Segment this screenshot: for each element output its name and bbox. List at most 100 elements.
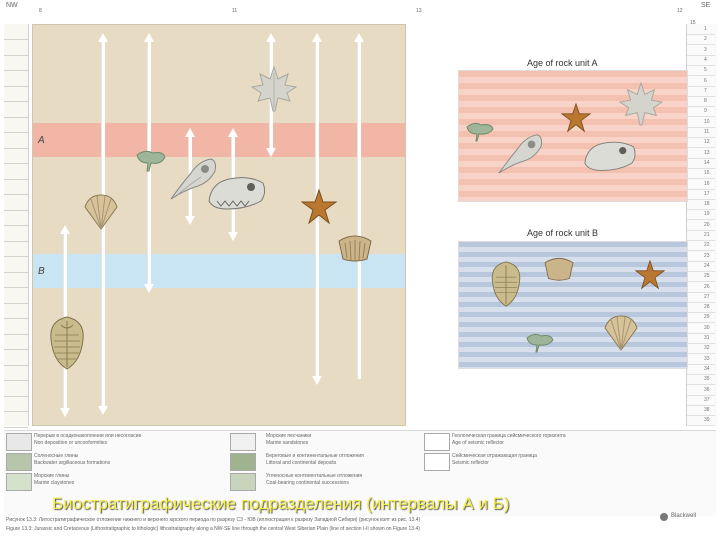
strat-cell [4,241,28,257]
depth-scale-cell: 30 [687,323,715,334]
legend-text-en: Coal-bearing continental successions [266,480,349,486]
depth-scale-label: 24 [704,262,710,269]
depth-scale-cell: 38 [687,405,715,417]
legend-text-ru: Морские песчаники [266,433,312,439]
range-arrow-up [266,33,276,42]
depth-scale-label: 1 [704,26,707,32]
column-marker-se: 15 [690,20,696,26]
caption-english: Figure 13.3: Jurassic and Cretaceous (Li… [6,526,420,532]
legend-swatch [230,453,256,471]
se-label: SE [701,2,711,9]
strat-cell [4,381,28,397]
column-marker-4: 12 [677,8,683,14]
column-marker-3: 13 [416,8,422,14]
brachiopod-shell-icon [338,235,372,262]
depth-scale-cell: 6 [687,76,715,87]
legend: Перерыв в осадконакоплении или несогласи… [4,430,716,516]
legend-swatch [6,433,32,451]
range-arrow-down [228,232,238,241]
depth-scale-cell: 12 [687,137,715,149]
range-arrow-up [185,128,195,137]
depth-scale-label: 3 [704,46,707,53]
depth-scale-cell: 34 [687,364,715,375]
range-arrow-down [60,408,70,417]
strat-cell [4,334,28,350]
range-arrow-up [228,128,238,137]
legend-text-ru: Угленосные континентальные отложения [266,473,363,479]
strat-cell [4,133,28,149]
depth-scale-cell: 4 [687,55,715,66]
legend-swatch [6,453,32,471]
legend-swatch [424,433,450,451]
depth-scale-label: 8 [704,98,707,105]
panel-b-title: Age of rock unit B [527,228,599,238]
strat-cell [4,71,28,87]
depth-scale-label: 28 [704,304,710,311]
strat-cell [4,319,28,335]
band-a-label: A [38,135,45,146]
depth-scale-cell: 15 [687,168,715,180]
panel-rock-unit-a [458,70,688,202]
depth-scale-label: 12 [704,139,710,146]
legend-text-ru: Геологическая граница сейсмического гори… [452,433,566,439]
depth-scale-label: 15 [704,170,710,177]
pterosaur-skull-icon [170,158,216,200]
legend-text-ru: Перерыв в осадконакоплении или несогласи… [34,433,142,439]
strat-cell [4,148,28,164]
legend-text-en: Non deposition or unconformities [34,440,108,446]
strat-cell [4,210,28,226]
depth-scale-cell: 14 [687,158,715,169]
panel-a-title: Age of rock unit A [527,58,598,68]
depth-scale-cell: 9 [687,106,715,118]
strat-cell [4,24,28,40]
range-arrow-down [312,376,322,385]
depth-scale-cell: 13 [687,148,715,159]
strat-cell [4,257,28,273]
depth-scale-cell: 32 [687,343,715,355]
strat-cell [4,226,28,242]
depth-scale-label: 17 [704,190,710,197]
strat-cell [4,412,28,428]
range-arrow-up [60,225,70,234]
depth-scale-cell: 17 [687,189,715,200]
band-b [33,254,405,288]
depth-scale-label: 27 [704,293,710,300]
depth-scale-label: 37 [704,396,710,403]
legend-text-en: Age of seismic reflector [452,440,504,446]
depth-scale-cell: 3 [687,45,715,56]
depth-scale-label: 21 [704,232,710,238]
depth-scale-label: 19 [704,211,710,218]
strat-cell [4,195,28,211]
depth-scale-cell: 31 [687,333,715,344]
scallop-shell-icon [84,194,118,230]
depth-scale-label: 11 [704,129,710,135]
left-stratigraphic-column [4,24,29,428]
column-marker-1: 8 [39,8,42,14]
depth-scale-cell: 36 [687,385,715,396]
depth-scale-label: 7 [704,87,707,94]
depth-scale-label: 33 [704,355,710,362]
depth-scale-cell: 20 [687,220,715,231]
depth-scale-cell: 39 [687,415,715,427]
depth-scale-label: 39 [704,417,710,424]
depth-scale-cell: 10 [687,117,715,128]
ginkgo-leaf-icon [136,150,166,172]
legend-text-en: Littoral and continental deposits [266,460,337,466]
range-line [357,41,361,379]
dinosaur-skull-icon [584,141,636,171]
depth-scale-label: 16 [704,180,710,187]
legend-text-ru: Морские глины [34,473,70,479]
legend-text-en: Marine sandstones [266,440,309,446]
legend-text-ru: Береговые и континентальные отложения [266,453,364,459]
legend-swatch [6,473,32,491]
legend-text-ru: Соленосные глины [34,453,79,459]
range-arrow-down [98,406,108,415]
range-arrow-up [312,33,322,42]
strat-cell [4,86,28,102]
depth-scale-cell: 33 [687,354,715,365]
range-arrow-down [144,284,154,293]
range-arrow-up [144,33,154,42]
depth-scale-cell: 26 [687,282,715,293]
depth-scale-cell: 28 [687,302,715,314]
